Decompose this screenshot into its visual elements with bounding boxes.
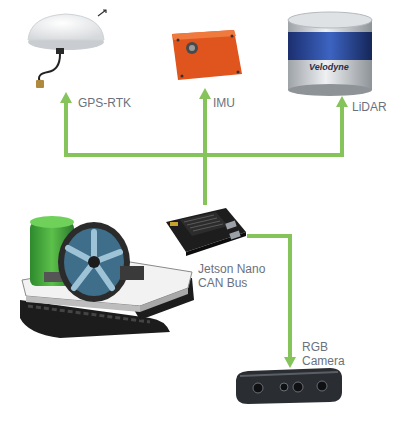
device-node: IMU [172,26,242,88]
jetson-board [166,208,246,256]
device-label: IMU [213,96,263,110]
device-node: LiDAR [284,12,376,96]
arrow-head [336,96,348,107]
device-node: Jetson Nano CAN Bus [163,205,247,257]
arrow-head [60,92,72,103]
lidar-sensor [288,12,372,96]
device-label: LiDAR [352,100,402,114]
gps-antenna [28,10,106,88]
device-label: RGB Camera [302,340,352,368]
connector-arrow [247,236,296,368]
connector-arrow [205,96,348,205]
imu-box [172,30,242,80]
rgb-camera [236,368,342,404]
connector-line [66,100,205,205]
device-label: GPS-RTK [78,96,148,110]
connector-arrow [60,92,205,205]
device-node: GPS-RTK [25,8,107,92]
arrow-head [199,88,211,99]
device-node: RGB Camera [228,368,346,408]
device-label: Jetson Nano CAN Bus [198,262,274,290]
sprayer-robot [20,216,194,338]
brand-label: Velodyne [309,63,349,72]
connector-line [205,104,342,205]
arrow-head [284,357,296,368]
connector-line [247,236,290,360]
